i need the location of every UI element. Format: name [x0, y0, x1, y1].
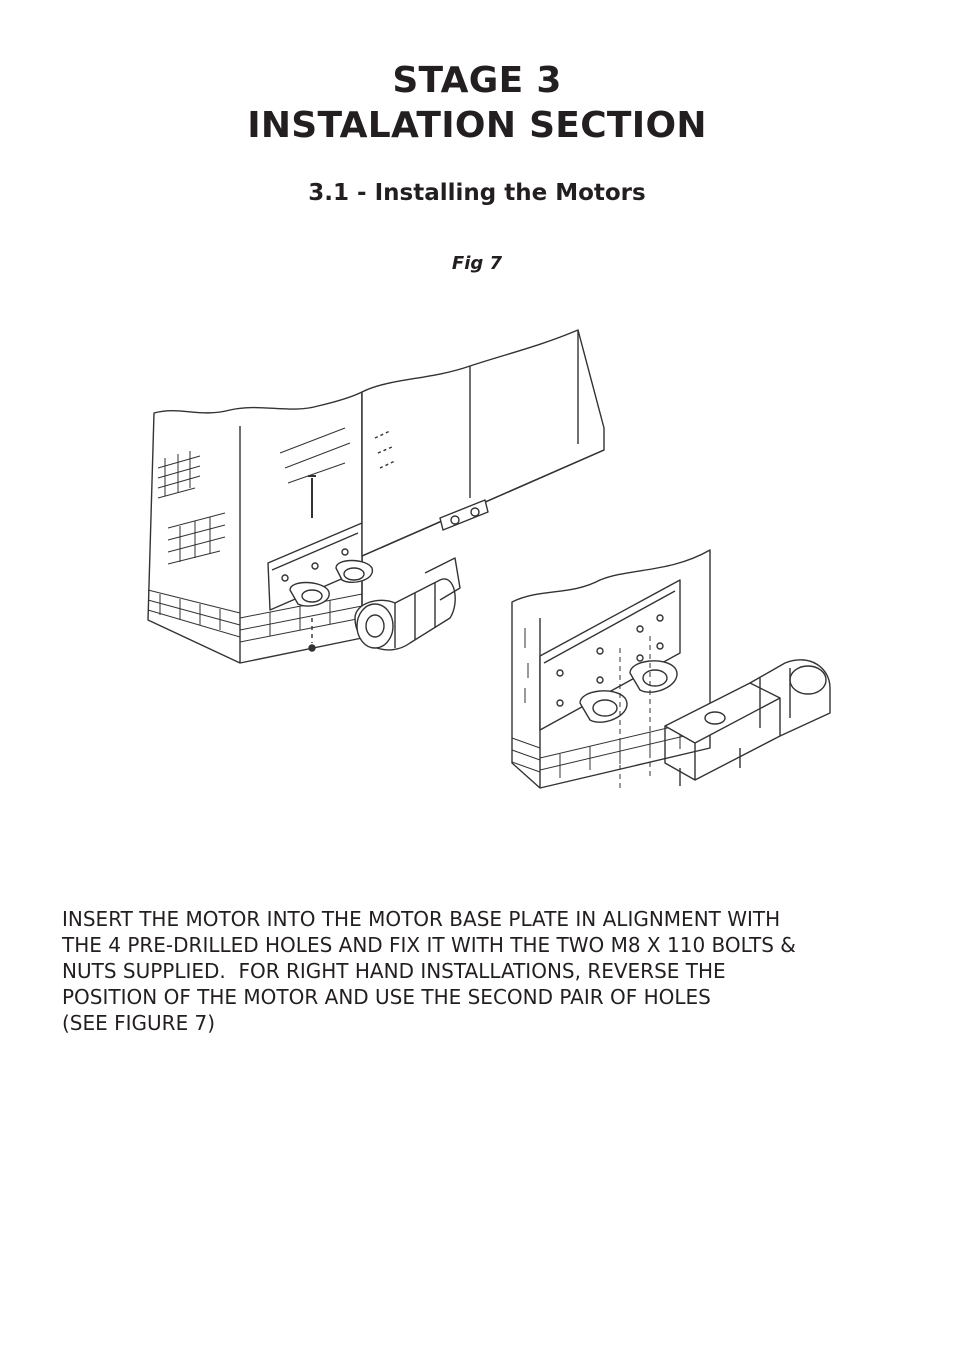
- motor-installation-diagram: [147, 329, 831, 789]
- figure-label: Fig 7: [451, 253, 503, 274]
- instruction-line: (SEE FIGURE 7): [62, 1011, 216, 1035]
- instruction-line: NUTS SUPPLIED. FOR RIGHT HAND INSTALLATI…: [62, 959, 726, 983]
- installation-instructions: INSERT THE MOTOR INTO THE MOTOR BASE PLA…: [62, 906, 922, 1036]
- stage-title: STAGE 3: [392, 60, 562, 101]
- motor-unit-left: [354, 557, 461, 651]
- instruction-line: POSITION OF THE MOTOR AND USE THE SECOND…: [62, 985, 711, 1009]
- instruction-line: INSERT THE MOTOR INTO THE MOTOR BASE PLA…: [62, 907, 781, 931]
- right-pillar: [511, 549, 711, 789]
- instruction-line: THE 4 PRE-DRILLED HOLES AND FIX IT WITH …: [62, 933, 796, 957]
- left-pillar: [147, 391, 373, 664]
- subsection-heading: 3.1 - Installing the Motors: [308, 180, 646, 206]
- motor-unit-right: [664, 659, 831, 786]
- gate: [361, 329, 605, 557]
- section-title: INSTALATION SECTION: [247, 105, 707, 146]
